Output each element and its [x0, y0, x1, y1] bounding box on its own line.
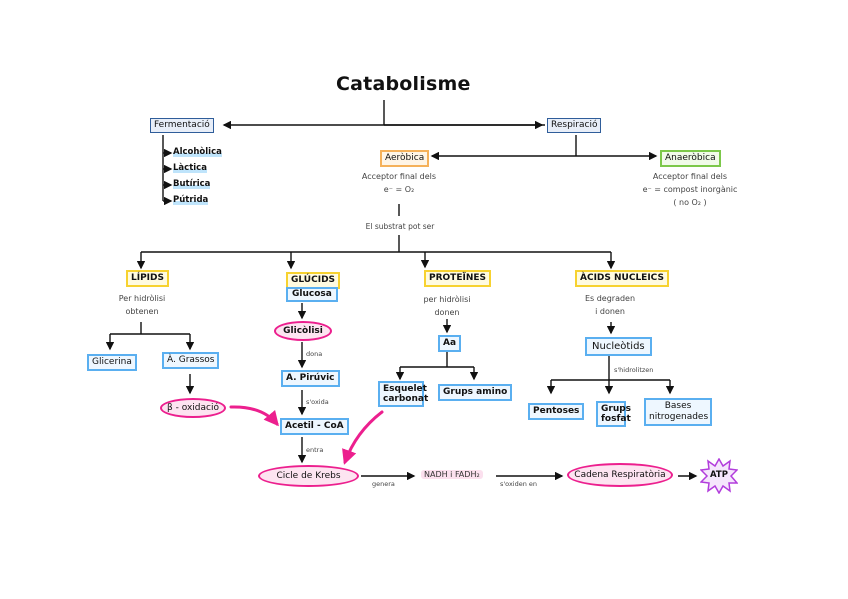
- proteines-note: per hidròlisi donen: [415, 293, 479, 319]
- glucosa-box: Glucosa: [286, 287, 338, 302]
- grups-fosfat-box: Grups fosfat: [596, 401, 631, 427]
- beta-oxidacio-oval: β - oxidació: [160, 398, 226, 418]
- proteines-box: PROTEÏNES: [424, 270, 491, 287]
- acids-nucleics-box: ÀCIDS NUCLEICS: [575, 270, 669, 287]
- atp-label: ATP: [710, 470, 728, 480]
- aerobica-box: Aeròbica: [380, 150, 430, 167]
- acid-piruvic-box: A. Pirúvic: [281, 370, 340, 387]
- genera-label: genera: [372, 480, 395, 488]
- note-line: e⁻ = compost inorgànic: [642, 185, 738, 194]
- note-line: donen: [434, 308, 460, 317]
- fermentacio-box: Fermentació: [150, 118, 214, 133]
- soxida-label: s'oxida: [306, 398, 329, 406]
- grups-amino-box: Grups amino: [438, 384, 513, 401]
- bases-nitrogenades-box: Bases nitrogenades: [644, 398, 712, 426]
- note-line: i donen: [595, 307, 625, 316]
- shidrolitzen-label: s'hidrolitzen: [614, 366, 654, 374]
- note-line: Acceptor final dels: [652, 172, 728, 181]
- pink-arrow-esquelet-to-krebs: [342, 410, 384, 465]
- pink-arrow-beta-to-acetil: [229, 405, 279, 427]
- lipids-note: Per hidròlisi obtenen: [110, 292, 174, 318]
- fermentacio-type: Làctica: [173, 163, 207, 173]
- respiracio-box: Respiració: [547, 118, 602, 133]
- aerobica-note: Acceptor final dels e⁻ = O₂: [355, 170, 443, 196]
- fermentacio-type: Alcohòlica: [173, 147, 222, 157]
- page-title: Catabolisme: [336, 73, 471, 95]
- note-line: Es degraden: [584, 294, 636, 303]
- anaerobica-box: Anaeròbica: [660, 150, 721, 167]
- cicle-krebs-oval: Cicle de Krebs: [258, 465, 359, 487]
- note-line: per hidròlisi: [423, 295, 471, 304]
- soxiden-label: s'oxiden en: [500, 480, 538, 488]
- atp-star-icon: [700, 458, 738, 494]
- note-line: e⁻ = O₂: [383, 185, 415, 194]
- note-line: Acceptor final dels: [361, 172, 437, 181]
- nadh-fadh-label: NADH i FADH₂: [421, 470, 483, 479]
- lipids-box: LÍPIDS: [126, 270, 169, 287]
- fermentacio-type: Pútrida: [173, 195, 209, 205]
- acids-grassos-box: À. Grassos: [162, 352, 220, 369]
- pentoses-box: Pentoses: [528, 403, 585, 420]
- note-line: obtenen: [125, 307, 159, 316]
- dona-label: dona: [306, 350, 323, 358]
- fermentacio-type: Butírica: [173, 179, 211, 189]
- glicolisi-oval: Glicòlisi: [274, 321, 332, 341]
- acids-nucleics-note: Es degraden i donen: [578, 292, 642, 318]
- esquelet-carbonat-box: Esquelet carbonat: [378, 381, 428, 407]
- aa-box: Aa: [438, 335, 462, 352]
- note-line: Per hidròlisi: [118, 294, 166, 303]
- glicerina-box: Glicerina: [87, 354, 137, 371]
- cadena-respiratoria-oval: Cadena Respiratòria: [567, 463, 673, 487]
- anaerobica-note: Acceptor final dels e⁻ = compost inorgàn…: [635, 170, 745, 209]
- acetil-coa-box: Acetil - CoA: [280, 418, 349, 435]
- note-line: ( no O₂ ): [673, 198, 707, 207]
- entra-label: entra: [306, 446, 324, 454]
- nucleotids-box: Nucleòtids: [585, 337, 652, 356]
- substrat-note: El substrat pot ser: [365, 222, 435, 231]
